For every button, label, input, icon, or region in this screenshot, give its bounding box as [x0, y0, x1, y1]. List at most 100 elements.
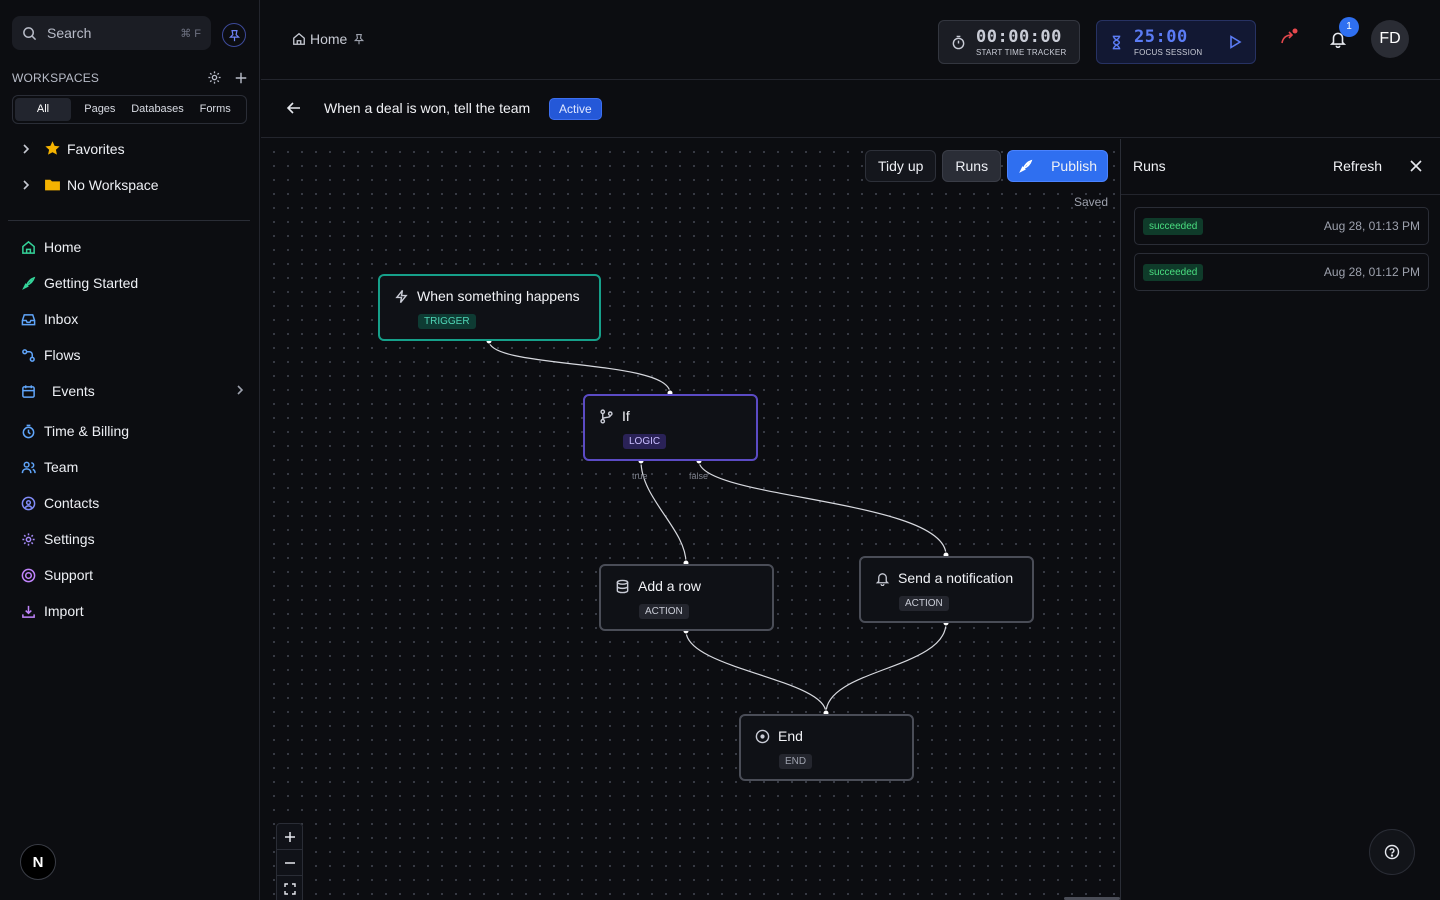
sidebar-item-label: Inbox: [44, 311, 79, 327]
sidebar-item-label: Import: [44, 603, 84, 619]
import-icon: [20, 603, 36, 619]
flow-canvas[interactable]: Tidy up Runs Publish Saved When somethin…: [261, 139, 1120, 900]
back-button[interactable]: [286, 100, 302, 116]
node-tag: ACTION: [639, 604, 689, 619]
fullscreen-icon: [283, 883, 296, 895]
canvas-scrollbar[interactable]: [1064, 897, 1120, 900]
run-status-badge: succeeded: [1143, 263, 1204, 281]
if-node[interactable]: If LOGIC: [583, 394, 758, 461]
sidebar-item-inbox[interactable]: Inbox: [20, 307, 246, 331]
sidebar-item-label: Flows: [44, 347, 81, 363]
tidy-up-button[interactable]: Tidy up: [865, 150, 937, 182]
node-tag: LOGIC: [623, 434, 667, 449]
filter-databases[interactable]: Databases: [131, 103, 184, 115]
time-tracker-button[interactable]: 00:00:00 START TIME TRACKER: [938, 20, 1080, 64]
minus-icon: [284, 861, 295, 864]
activity-button[interactable]: [1278, 26, 1300, 48]
fit-view-button[interactable]: [277, 876, 302, 900]
node-title: When something happens: [417, 288, 580, 304]
star-icon: [44, 140, 61, 157]
arrow-left-icon: [286, 102, 300, 114]
refresh-button[interactable]: Refresh: [1333, 158, 1383, 174]
zoom-out-button[interactable]: [277, 850, 302, 876]
node-tag: TRIGGER: [418, 314, 476, 329]
sidebar-item-events[interactable]: Events: [20, 379, 246, 403]
sidebar-divider: [8, 220, 250, 221]
pin-sidebar-button[interactable]: [222, 23, 246, 47]
sidebar-item-import[interactable]: Import: [20, 599, 246, 623]
sidebar-item-home[interactable]: Home: [20, 235, 246, 259]
sidebar-item-settings[interactable]: Settings: [20, 527, 246, 551]
zoom-in-button[interactable]: [277, 824, 302, 850]
publish-label: Publish: [1051, 158, 1097, 174]
search-icon: [23, 26, 37, 40]
clock-icon: [20, 423, 36, 439]
send-notification-node[interactable]: Send a notification ACTION: [859, 556, 1034, 623]
end-node[interactable]: End END: [739, 714, 914, 781]
run-row[interactable]: succeeded Aug 28, 01:13 PM: [1134, 207, 1429, 245]
flow-title[interactable]: When a deal is won, tell the team: [324, 100, 531, 116]
flow-header: When a deal is won, tell the team Active: [261, 81, 1440, 138]
gear-icon: [208, 71, 221, 84]
sidebar-item-getting-started[interactable]: Getting Started: [20, 271, 246, 295]
zoom-controls: [276, 823, 303, 900]
sidebar-item-label: Settings: [44, 531, 95, 547]
notifications-button[interactable]: [1327, 28, 1349, 50]
tree-item-no-workspace[interactable]: No Workspace: [20, 176, 159, 193]
sidebar-item-contacts[interactable]: Contacts: [20, 491, 246, 515]
node-tag: ACTION: [899, 596, 949, 611]
tree-item-favorites[interactable]: Favorites: [20, 140, 125, 157]
focus-session-button[interactable]: 25:00 FOCUS SESSION: [1096, 20, 1256, 64]
stopwatch-icon: [952, 35, 965, 49]
workspaces-header: WORKSPACES: [12, 70, 248, 85]
node-title: Add a row: [638, 578, 702, 594]
bell-icon: [1329, 32, 1347, 48]
add-row-node[interactable]: Add a row ACTION: [599, 564, 774, 631]
workspace-settings-button[interactable]: [207, 70, 222, 85]
publish-button[interactable]: Publish: [1007, 150, 1108, 182]
save-status: Saved: [1073, 195, 1108, 209]
node-title: If: [622, 408, 630, 424]
pin-icon[interactable]: [353, 33, 365, 45]
tree-item-label: Favorites: [67, 140, 125, 157]
sidebar-item-label: Contacts: [44, 495, 100, 511]
run-timestamp: Aug 28, 01:12 PM: [1323, 265, 1420, 279]
edge-if-true-row: [640, 460, 687, 564]
search-shortcut: ⌘ F: [180, 27, 201, 40]
breadcrumb[interactable]: Home: [292, 31, 365, 47]
sidebar-item-label: Support: [44, 567, 94, 583]
chevron-right-icon[interactable]: [234, 383, 246, 399]
hourglass-icon: [1112, 35, 1121, 49]
focus-session-value: 25:00: [1134, 26, 1188, 47]
sidebar-item-time-billing[interactable]: Time & Billing: [20, 419, 246, 443]
filter-pages[interactable]: Pages: [84, 103, 116, 115]
trigger-node[interactable]: When something happens TRIGGER: [378, 274, 601, 341]
rocket-icon: [20, 275, 36, 291]
sidebar-item-team[interactable]: Team: [20, 455, 246, 479]
filter-all[interactable]: All: [15, 98, 71, 121]
search-placeholder: Search: [47, 25, 92, 41]
help-button[interactable]: [1369, 829, 1415, 875]
avatar[interactable]: FD: [1371, 20, 1409, 58]
play-icon[interactable]: [1227, 34, 1243, 50]
sidebar-item-support[interactable]: Support: [20, 563, 246, 587]
filter-forms[interactable]: Forms: [199, 103, 231, 115]
calendar-icon: [20, 383, 36, 399]
app-logo[interactable]: N: [20, 844, 56, 880]
runs-panel-header: Runs Refresh: [1121, 139, 1440, 195]
runs-button[interactable]: Runs: [942, 150, 1002, 182]
workspaces-label: WORKSPACES: [12, 70, 100, 85]
edge-trigger-if: [488, 340, 671, 394]
run-row[interactable]: succeeded Aug 28, 01:12 PM: [1134, 253, 1429, 291]
sidebar-item-flows[interactable]: Flows: [20, 343, 246, 367]
run-status-badge: succeeded: [1143, 217, 1204, 235]
sidebar-item-label: Team: [44, 459, 79, 475]
search-input[interactable]: Search ⌘ F: [12, 16, 211, 50]
runs-panel: Runs Refresh succeeded Aug 28, 01:13 PM …: [1120, 139, 1440, 900]
sidebar: Search ⌘ F WORKSPACES All Pages Database…: [0, 0, 260, 900]
sidebar-item-label: Home: [44, 239, 82, 255]
close-panel-button[interactable]: [1409, 159, 1423, 173]
add-workspace-button[interactable]: [234, 71, 248, 85]
status-badge[interactable]: Active: [549, 98, 602, 120]
time-tracker-label: START TIME TRACKER: [976, 47, 1067, 57]
